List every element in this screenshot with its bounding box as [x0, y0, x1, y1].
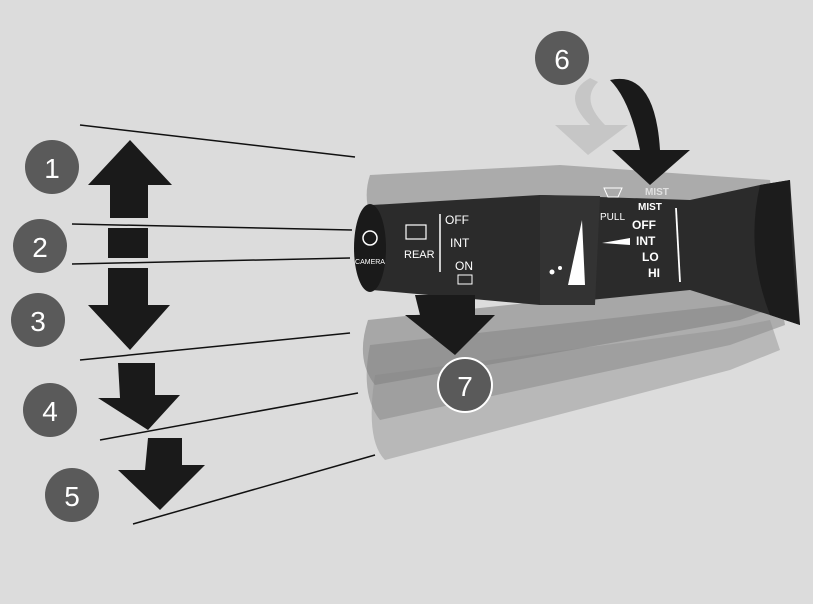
camera-label: CAMERA — [355, 259, 385, 266]
badge-6 — [535, 31, 589, 85]
front-pos-mist: MIST — [638, 202, 662, 213]
badge-5 — [45, 468, 99, 522]
leader-line-2 — [71, 223, 353, 231]
rotation-arrow-dark — [610, 78, 690, 185]
arrow-pull-7 — [405, 295, 495, 355]
arrow-up-1 — [88, 140, 172, 218]
leader-line-4 — [79, 332, 351, 361]
badge-5-text: 5 — [64, 481, 80, 512]
camera-icon — [362, 230, 378, 246]
badge-1 — [25, 140, 79, 194]
rear-pos-on: ON — [455, 259, 473, 273]
leader-lines — [71, 124, 376, 525]
front-pointer — [602, 238, 630, 245]
int-dial-wedge — [568, 220, 585, 285]
number-badges: 1 2 3 4 5 6 7 — [11, 31, 589, 522]
front-pos-hi: HI — [648, 266, 660, 280]
arrow-down-3 — [88, 268, 170, 350]
ghost-stalk-mid — [362, 270, 795, 385]
leader-line-3 — [71, 257, 351, 265]
rotation-arrows — [555, 78, 690, 185]
badge-1-text: 1 — [44, 153, 60, 184]
rotation-arrow-ghost — [555, 78, 628, 155]
int-dot-a — [549, 269, 555, 275]
badge-7-text: 7 — [457, 371, 473, 402]
front-pos-off: OFF — [632, 218, 656, 232]
front-range-arrow — [675, 207, 681, 283]
stalk-tip — [754, 180, 800, 325]
badge-3-text: 3 — [30, 306, 46, 337]
badge-2 — [13, 219, 67, 273]
ghost-mist-label: MIST — [645, 187, 669, 198]
arrow-neutral-2 — [108, 228, 148, 258]
front-pos-int: INT — [636, 234, 656, 248]
leader-line-6 — [132, 454, 376, 525]
badge-3 — [11, 293, 65, 347]
badge-7 — [437, 357, 493, 413]
rear-wiper-icon — [405, 224, 427, 240]
front-washer-icon — [603, 187, 623, 198]
front-pos-lo: LO — [642, 250, 659, 264]
badge-4 — [23, 383, 77, 437]
stalk-ring — [540, 195, 600, 305]
pull-label: PULL — [600, 212, 625, 223]
motion-arrows — [88, 140, 495, 510]
badge-6-text: 6 — [554, 44, 570, 75]
camera-button — [354, 204, 386, 292]
badge-4-text: 4 — [42, 396, 58, 427]
rear-pos-off: OFF — [445, 213, 469, 227]
rear-pos-int: INT — [450, 236, 470, 250]
leader-line-1 — [79, 124, 356, 158]
badge-2-text: 2 — [32, 232, 48, 263]
rear-label: REAR — [404, 249, 435, 261]
arrow-down-5 — [118, 438, 205, 510]
arrow-down-4 — [98, 363, 180, 430]
leader-line-5 — [99, 392, 359, 441]
rear-washer-icon — [457, 274, 473, 285]
main-stalk: CAMERA REAR OFF INT ON PULL MIST OFF INT… — [354, 180, 800, 325]
int-dot-b — [558, 266, 562, 270]
